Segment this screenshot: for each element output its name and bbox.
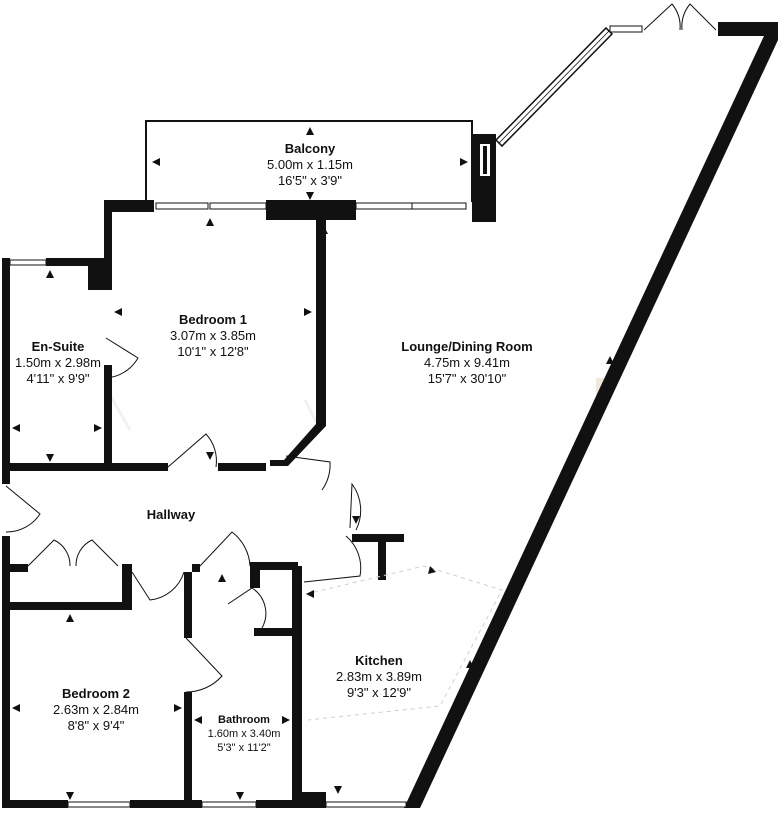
bedroom2-right-wall — [184, 572, 192, 638]
bedroom2-window — [67, 801, 131, 808]
outer-left-wall — [2, 258, 10, 484]
bedroom2-metric: 2.63m x 2.84m — [53, 702, 139, 717]
bathroom-right-wall — [292, 566, 302, 808]
balcony-metric: 5.00m x 1.15m — [267, 157, 353, 172]
balcony-window-2 — [209, 202, 267, 210]
bedroom1-metric: 3.07m x 3.85m — [170, 328, 256, 343]
bathroom-imperial: 5'3" x 11'2" — [217, 742, 270, 754]
hallway-name: Hallway — [147, 507, 196, 522]
lounge-imperial: 15'7" x 30'10" — [428, 371, 507, 386]
kitchen-name: Kitchen — [355, 653, 403, 668]
bathroom-window — [201, 801, 257, 808]
balcony-name: Balcony — [285, 141, 336, 156]
french-door-right — [681, 3, 717, 31]
hallway-top-wall — [2, 463, 168, 471]
balcony-window-4 — [411, 202, 467, 210]
balcony-window-1 — [155, 202, 209, 210]
kitchen-partial-wall — [352, 534, 404, 580]
lounge-door-1 — [285, 455, 331, 491]
kitchen-metric: 2.83m x 3.89m — [336, 669, 422, 684]
ensuite-name: En-Suite — [32, 339, 85, 354]
dimension-arrows — [12, 127, 614, 800]
walls — [2, 22, 778, 808]
bedroom2-name: Bedroom 2 — [62, 686, 130, 701]
front-door — [5, 485, 41, 533]
lounge-window — [609, 25, 643, 33]
bedroom1-left-wall — [104, 200, 112, 290]
watermark — [108, 378, 610, 431]
lounge-name: Lounge/Dining Room — [401, 339, 532, 354]
ensuite-imperial: 4'11" x 9'9" — [26, 371, 89, 386]
room-labels: Balcony 5.00m x 1.15m 16'5" x 3'9" Loung… — [15, 141, 533, 754]
balcony-pier-center — [266, 200, 356, 220]
kitchen-imperial: 9'3" x 12'9" — [347, 685, 411, 700]
bathroom-side-door — [185, 637, 223, 693]
bathroom-metric: 1.60m x 3.40m — [208, 728, 281, 740]
bedroom1-name: Bedroom 1 — [179, 312, 247, 327]
bathroom-hall-door — [199, 531, 251, 567]
french-door-left — [643, 3, 681, 31]
balcony-pier-left — [104, 200, 154, 212]
bedroom1-door — [167, 433, 217, 468]
ensuite-metric: 1.50m x 2.98m — [15, 355, 101, 370]
ensuite-window — [9, 259, 47, 266]
kitchen-worktop — [305, 565, 503, 721]
bedroom2-door — [131, 571, 185, 601]
hallway-bottom-wall — [2, 564, 28, 572]
bedroom1-imperial: 10'1" x 12'8" — [177, 344, 249, 359]
outer-angled-wall — [404, 22, 778, 808]
kitchen-window — [325, 801, 407, 808]
windows — [9, 25, 643, 808]
cupboard-door-right — [75, 539, 119, 567]
kitchen-door — [303, 535, 362, 583]
ensuite-door — [105, 337, 139, 379]
balcony-imperial: 16'5" x 3'9" — [278, 173, 342, 188]
bedroom2-imperial: 8'8" x 9'4" — [68, 718, 125, 733]
cupboard-door-left — [27, 539, 71, 567]
bedroom1-right-wall — [270, 212, 326, 466]
doors — [5, 3, 717, 693]
balcony-window-3 — [355, 202, 413, 210]
storage-door — [227, 587, 267, 629]
lounge-metric: 4.75m x 9.41m — [424, 355, 510, 370]
lounge-door-2 — [349, 482, 362, 531]
bathroom-name: Bathroom — [218, 714, 270, 726]
bottom-wall-bed2 — [2, 800, 68, 808]
